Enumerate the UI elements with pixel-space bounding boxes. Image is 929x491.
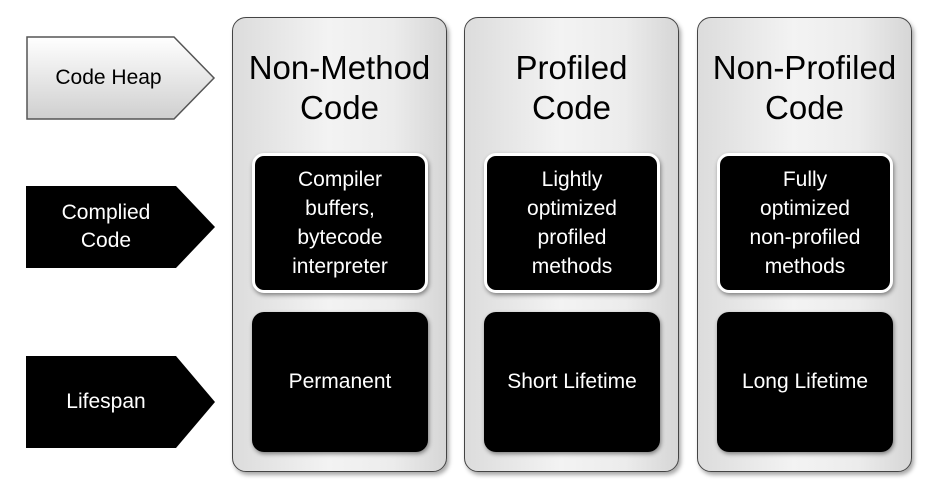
column-non-method-code: Non-Method Code Compiler buffers, byteco…	[232, 17, 447, 472]
column-non-profiled-code: Non-Profiled Code Fully optimized non-pr…	[697, 17, 912, 472]
row-header-code-heap-label: Code Heap	[55, 66, 162, 89]
lifespan-box: Long Lifetime	[717, 312, 893, 452]
row-header-lifespan-label: Lifespan	[66, 390, 146, 413]
compiled-code-box: Lightly optimized profiled methods	[484, 153, 660, 293]
row-header-code-heap: Code Heap	[26, 36, 216, 120]
column-title: Non-Profiled Code	[712, 49, 897, 126]
compiled-code-text: Fully optimized non-profiled methods	[749, 168, 861, 278]
column-title: Non-Method Code	[248, 49, 431, 126]
lifespan-text: Permanent	[288, 370, 392, 393]
lifespan-box: Permanent	[252, 312, 428, 452]
lifespan-box: Short Lifetime	[484, 312, 660, 452]
row-header-compiled-code: Complied Code	[26, 186, 216, 268]
arrow-shape-dark	[26, 356, 215, 448]
column-profiled-code: Profiled Code Lightly optimized profiled…	[464, 17, 679, 472]
compiled-code-box: Compiler buffers, bytecode interpreter	[252, 153, 428, 293]
compiled-code-text: Lightly optimized profiled methods	[527, 168, 617, 278]
row-header-lifespan: Lifespan	[26, 356, 216, 448]
row-header-compiled-code-label: Complied Code	[61, 201, 151, 252]
lifespan-text: Long Lifetime	[741, 370, 869, 393]
compiled-code-box: Fully optimized non-profiled methods	[717, 153, 893, 293]
arrow-shape-light	[26, 36, 216, 120]
arrow-shape-dark	[26, 186, 215, 268]
column-title: Profiled Code	[515, 49, 628, 126]
compiled-code-text: Compiler buffers, bytecode interpreter	[292, 168, 388, 278]
lifespan-text: Short Lifetime	[507, 370, 637, 393]
